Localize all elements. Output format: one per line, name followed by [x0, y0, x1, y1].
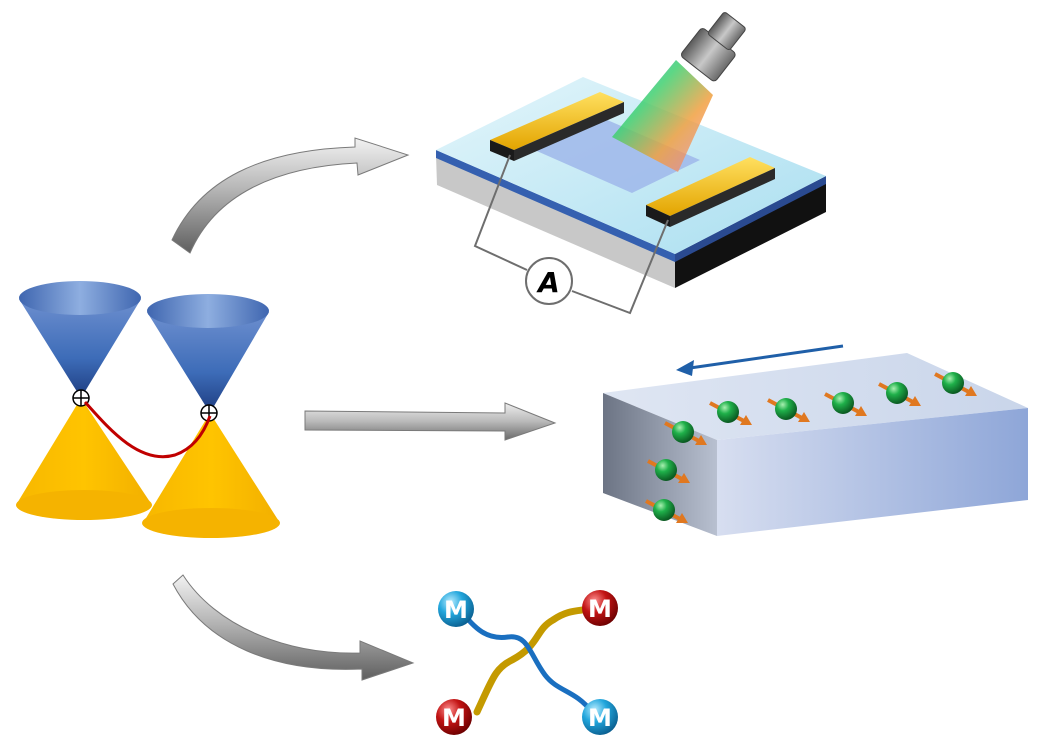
spin-ball	[942, 372, 964, 394]
edge-spin-group	[645, 372, 977, 523]
left-cone-pair	[16, 281, 152, 520]
weyl-cone-pair-icon	[16, 281, 280, 538]
circuit-wire	[473, 154, 669, 315]
svg-text:M: M	[444, 596, 468, 624]
light-source-icon	[681, 12, 746, 82]
braid-gold-strand	[473, 603, 602, 716]
spin-arrow-head	[798, 412, 810, 422]
spin-particle	[878, 382, 921, 406]
majorana-braiding-icon: M M M M	[436, 590, 618, 735]
spin-ball	[655, 459, 677, 481]
spin-ball	[717, 401, 739, 423]
spin-particle	[709, 401, 752, 425]
spin-ball	[672, 421, 694, 443]
braid-blue-strand	[456, 605, 595, 715]
spin-particle	[824, 392, 867, 416]
majorana-node-bottom-right: M	[582, 699, 618, 735]
spin-particle	[647, 459, 690, 483]
spin-particle	[767, 398, 810, 422]
spin-arrow-head	[676, 513, 688, 523]
substrate-front-face	[436, 155, 675, 288]
svg-text:M: M	[588, 704, 612, 732]
majorana-node-top-left: M	[438, 591, 474, 627]
gold-electrode-right	[646, 157, 775, 227]
spin-ball	[832, 392, 854, 414]
majorana-node-top-right: M	[582, 590, 618, 626]
slab-top	[603, 353, 1028, 440]
arrow-to-spin-slab	[304, 402, 557, 441]
photodetector-device-icon: A	[436, 12, 826, 315]
substrate-side-face	[675, 180, 826, 288]
spin-particle	[934, 372, 977, 396]
light-beam	[612, 60, 713, 172]
svg-text:M: M	[442, 704, 466, 732]
spin-current-slab-icon	[603, 344, 1028, 536]
right-cone-pair	[142, 294, 280, 538]
spin-arrow-head	[965, 386, 977, 396]
spin-arrow-head	[740, 415, 752, 425]
spin-ball	[775, 398, 797, 420]
majorana-node-bottom-left: M	[436, 699, 472, 735]
spin-arrow-head	[855, 406, 867, 416]
gold-electrode-left	[490, 92, 624, 161]
spin-particle	[645, 499, 688, 523]
current-direction-arrow	[676, 344, 844, 376]
spin-ball	[886, 382, 908, 404]
arrow-to-photodetector	[171, 137, 410, 254]
spin-ball	[653, 499, 675, 521]
spin-arrow-head	[695, 435, 707, 445]
svg-text:M: M	[588, 595, 612, 623]
fermi-arc	[83, 401, 212, 459]
spin-arrow-head	[678, 473, 690, 483]
ammeter-label: A	[536, 266, 560, 299]
ammeter-icon: A	[525, 257, 573, 305]
arrow-to-majorana	[172, 574, 415, 681]
slab-front	[717, 408, 1028, 536]
spin-particle	[664, 421, 707, 445]
spin-arrow-head	[909, 396, 921, 406]
